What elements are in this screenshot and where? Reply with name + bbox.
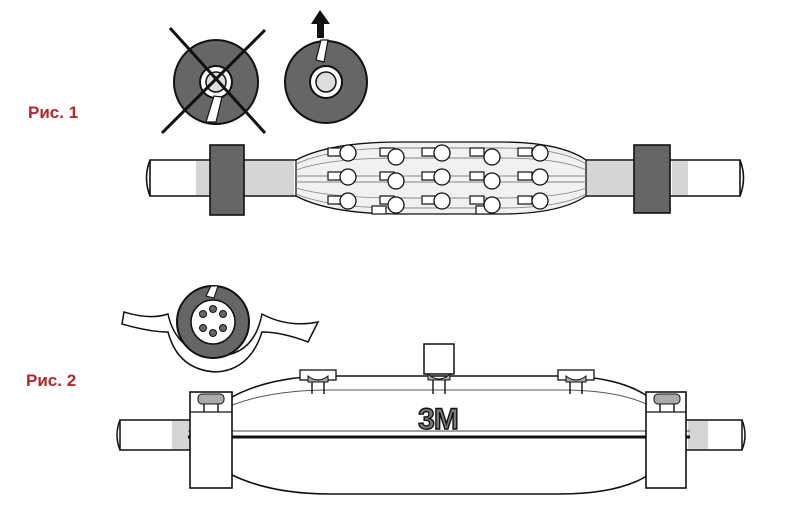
figure-1-label: Рис. 1: [28, 103, 79, 122]
tape-roll-correct: [284, 39, 368, 124]
arrow-up-icon: [311, 10, 330, 38]
splice-enclosure: 3M: [116, 343, 746, 495]
top-clamp-right: [557, 369, 595, 394]
brand-logo: 3M: [418, 403, 458, 436]
fill-port: [423, 343, 455, 394]
prohibited-cross-icon: [160, 26, 267, 135]
figure-2-label: Рис. 2: [26, 371, 77, 390]
cable-cross-section: [121, 285, 320, 373]
cable-splice-bundle: [145, 141, 745, 216]
top-clamp-left: [299, 369, 337, 394]
